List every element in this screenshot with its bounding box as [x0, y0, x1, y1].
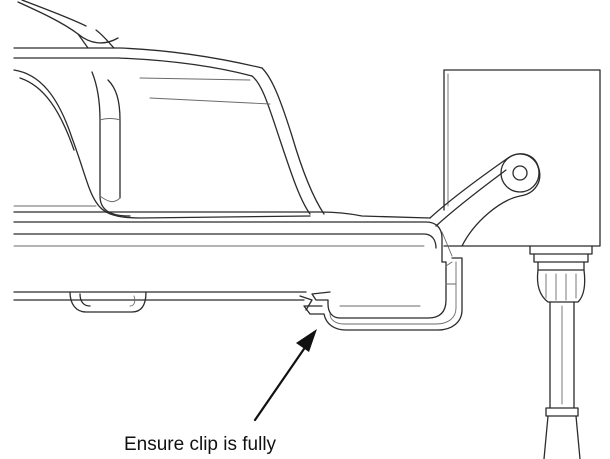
side-box	[443, 69, 601, 247]
upper-housing	[13, 0, 431, 219]
leader-arrow	[253, 329, 317, 422]
pivot-arm	[429, 153, 541, 257]
arrowhead	[296, 329, 317, 352]
cable-gland	[529, 245, 593, 459]
leader-line	[253, 344, 308, 422]
callout-text: Ensure clip is fully	[124, 434, 277, 455]
main-rail	[13, 221, 443, 313]
retaining-clip	[299, 257, 463, 331]
